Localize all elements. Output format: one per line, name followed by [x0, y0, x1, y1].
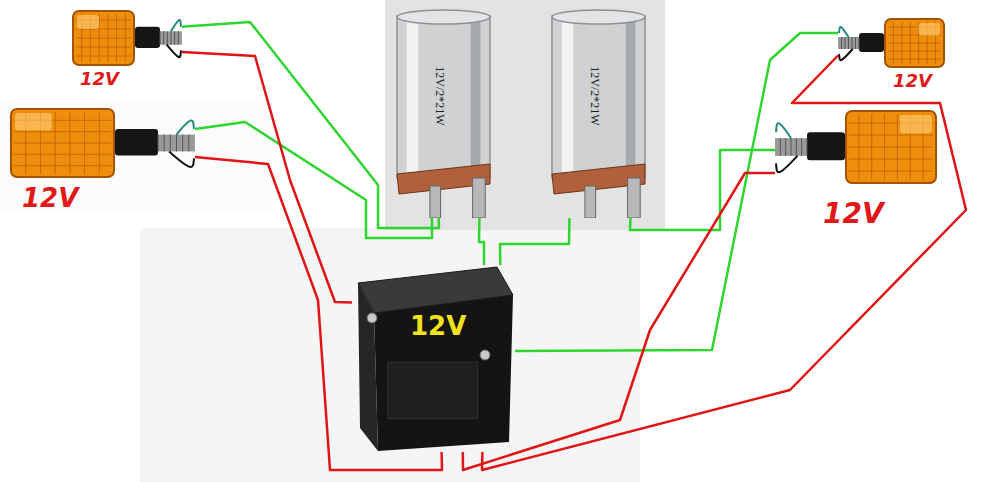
signal-wire: [630, 150, 775, 230]
relay-rating: 12V/2*21W: [434, 67, 446, 126]
voltage-label: 12V: [893, 72, 932, 90]
turn-signal-lamp: 12V: [838, 18, 945, 68]
battery: 12V: [352, 265, 515, 452]
signal-wire: [479, 218, 484, 265]
flasher-relay: 12V/2*21W: [395, 8, 492, 218]
battery-photo-ground: [140, 228, 640, 482]
battery-voltage: 12V: [410, 313, 466, 339]
lamp-drawing: [72, 10, 182, 66]
turn-signal-lamp: 12V: [72, 10, 182, 66]
flasher-relay: 12V/2*21W: [550, 8, 647, 218]
turn-signal-lamp: 12V: [775, 110, 937, 184]
lamp-drawing: [775, 110, 937, 184]
relay-photo-ground: [385, 0, 665, 230]
battery-drawing: [352, 265, 515, 452]
lamp-drawing: [10, 108, 195, 178]
voltage-label: 12V: [80, 70, 119, 88]
signal-wire: [500, 218, 569, 265]
ground-wire: [182, 52, 352, 302]
voltage-label: 12V: [823, 200, 884, 228]
turn-signal-lamp: 12V: [10, 108, 195, 178]
lamp-drawing: [838, 18, 945, 68]
relay-rating: 12V/2*21W: [589, 67, 601, 126]
voltage-label: 12V: [22, 185, 78, 211]
lamp-photo-ground: [0, 100, 272, 212]
